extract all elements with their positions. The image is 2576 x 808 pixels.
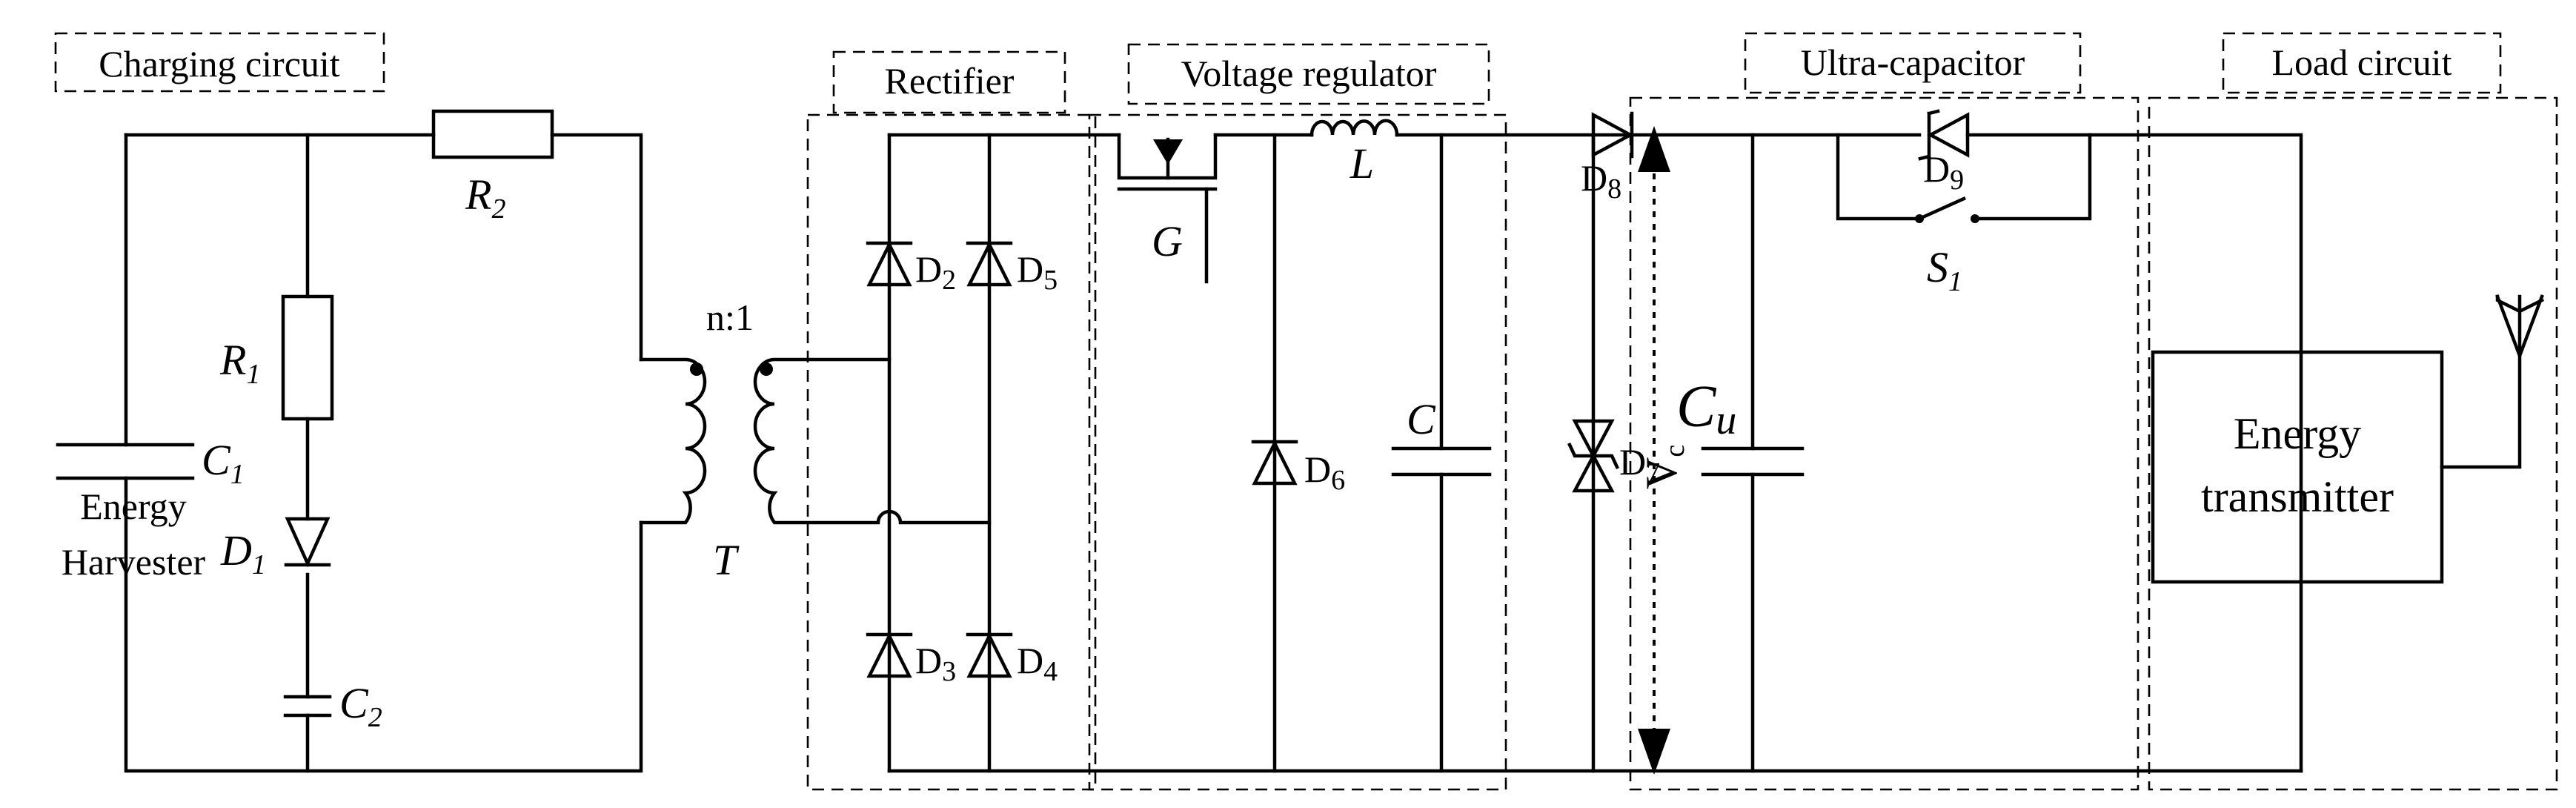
label-cu: Cu: [1676, 374, 1736, 443]
capacitor-c1: [56, 443, 195, 480]
section-label-ultracap: Ultra-capacitor: [1744, 32, 2082, 94]
label-s1: S1: [1927, 243, 1962, 297]
label-turns-ratio: n:1: [706, 297, 754, 338]
mosfet-g: [1117, 133, 1218, 284]
capacitor-c2: [283, 695, 332, 718]
rectifier-region: [806, 113, 1097, 791]
output-wiring: [1591, 133, 2303, 773]
voltage-arrow-vc: [1638, 126, 1670, 775]
capacitor-c: [1391, 446, 1492, 477]
svg-text:Voltage regulator: Voltage regulator: [1181, 53, 1437, 94]
energy-transmitter-box: [2151, 350, 2444, 584]
inductor-l: [1309, 119, 1399, 137]
svg-text:Rectifier: Rectifier: [885, 60, 1015, 102]
diode-d9: [1918, 109, 1970, 161]
label-energy-harvester-1: Energy: [80, 486, 186, 527]
label-d6: D6: [1304, 448, 1345, 496]
label-d3: D3: [915, 640, 956, 687]
diode-d5: [966, 240, 1013, 287]
label-r2: R2: [465, 170, 505, 225]
label-g: G: [1152, 217, 1183, 265]
label-c1: C1: [202, 436, 245, 490]
load-region: [2148, 96, 2558, 791]
label-d2: D2: [915, 248, 956, 296]
section-label-load: Load circuit: [2222, 32, 2502, 94]
label-transmitter-2: transmitter: [2201, 472, 2394, 521]
label-transmitter-1: Energy: [2234, 409, 2361, 458]
diode-d6: [1251, 439, 1298, 486]
charging-circuit-wiring: [124, 133, 643, 773]
diode-d1: [284, 517, 331, 568]
svg-text:Ultra-capacitor: Ultra-capacitor: [1801, 42, 2025, 83]
label-d7: D7: [1619, 441, 1660, 489]
ultracap-region: [1629, 96, 2140, 791]
label-d1: D1: [220, 526, 266, 580]
transformer-t: [639, 357, 992, 525]
diode-d4: [966, 632, 1013, 678]
zener-diode-d7: [1567, 419, 1619, 493]
regulator-wiring: [1213, 133, 1596, 773]
diode-d3: [866, 632, 913, 678]
label-energy-harvester-2: Harvester: [62, 541, 206, 583]
label-c2: C2: [339, 679, 382, 733]
label-d4: D4: [1017, 640, 1058, 687]
diode-d8: [1591, 111, 1634, 159]
section-label-charging: Charging circuit: [54, 32, 385, 93]
section-label-rectifier: Rectifier: [832, 50, 1066, 114]
capacitor-cu: [1701, 446, 1805, 477]
label-t: T: [713, 536, 740, 584]
polarity-dot-secondary: [760, 362, 773, 376]
label-d5: D5: [1017, 248, 1058, 296]
switch-s1: [1915, 196, 1979, 223]
regulator-region: [1088, 113, 1507, 791]
resistor-r2: [431, 109, 554, 159]
diode-d2: [866, 240, 913, 287]
svg-text:Charging circuit: Charging circuit: [99, 43, 339, 85]
label-r1: R1: [219, 336, 260, 390]
label-d9: D9: [1923, 148, 1964, 196]
label-c: C: [1407, 395, 1436, 443]
label-vc: Vc: [1637, 445, 1690, 489]
svg-text:Load circuit: Load circuit: [2272, 42, 2452, 83]
antenna-icon: [2495, 294, 2545, 361]
label-l: L: [1350, 139, 1374, 188]
polarity-dot-primary: [690, 362, 703, 376]
resistor-r1: [281, 294, 334, 421]
section-label-regulator: Voltage regulator: [1127, 43, 1490, 105]
label-d8: D8: [1581, 157, 1621, 205]
